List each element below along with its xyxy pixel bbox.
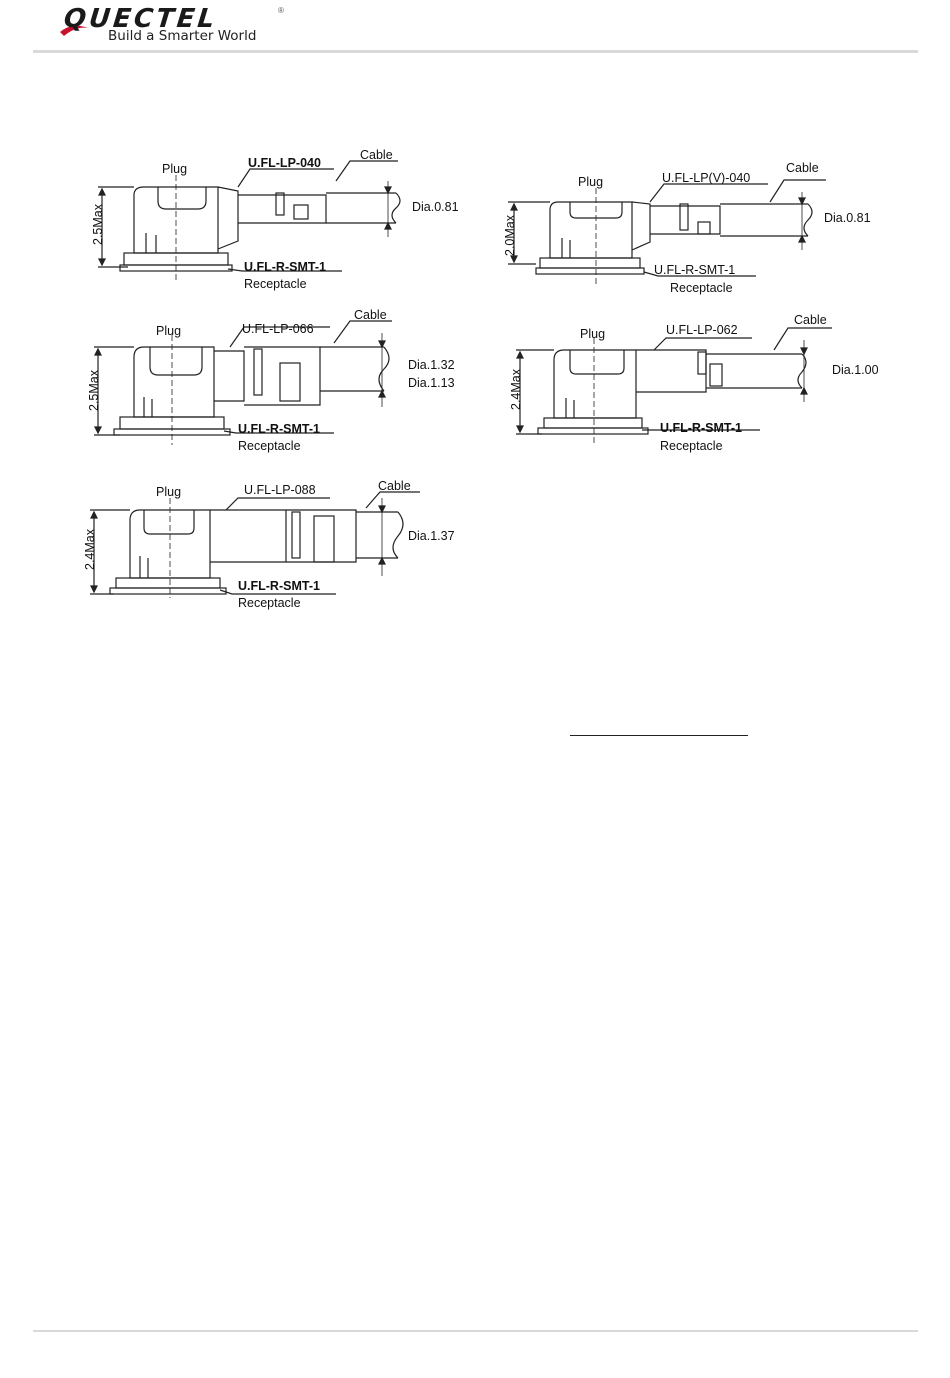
cable-label: Cable [360,148,393,162]
connector-diagram-lpv040: 2.0Max Plug U.FL-LP(V)-040 Cable Dia.0.8… [500,158,890,298]
diameter-label: Dia.1.37 [408,529,455,543]
diameter-label-2: Dia.1.13 [408,376,455,390]
receptacle-part-number: U.FL-R-SMT-1 [660,421,742,435]
receptacle-label: Receptacle [670,281,733,295]
plug-part-number: U.FL-LP-062 [666,323,738,337]
cable-label: Cable [378,479,411,493]
underline-rule [570,735,748,736]
plug-label: Plug [578,175,603,189]
diameter-label: Dia.1.00 [832,363,879,377]
footer-divider [33,1330,918,1332]
receptacle-label: Receptacle [244,277,307,291]
diameter-label: Dia.0.81 [412,200,459,214]
plug-part-number: U.FL-LP-066 [242,322,314,336]
connector-diagram-lp088: 2.4Max Plug U.FL-LP-088 Cable Dia.1.37 U… [80,478,470,618]
height-dimension-label: 2.5Max [91,203,105,245]
brand-tagline: Build a Smarter World [108,28,257,44]
height-dimension-label: 2.4Max [83,528,97,570]
plug-label: Plug [580,327,605,341]
receptacle-part-number: U.FL-R-SMT-1 [654,263,735,277]
page-header: QUECTEL ® Build a Smarter World [0,0,950,56]
plug-part-number: U.FL-LP-088 [244,483,316,497]
plug-label: Plug [156,485,181,499]
plug-part-number: U.FL-LP(V)-040 [662,171,750,185]
header-divider [33,50,918,53]
plug-label: Plug [156,324,181,338]
registered-mark: ® [278,6,284,15]
diameter-label: Dia.0.81 [824,211,871,225]
quectel-logo: QUECTEL ® Build a Smarter World [58,2,298,48]
receptacle-label: Receptacle [238,596,301,610]
cable-label: Cable [786,161,819,175]
height-dimension-label: 2.0Max [503,214,517,256]
height-dimension-label: 2.4Max [509,368,523,410]
connector-diagram-lp066: 2.5Max Plug U.FL-LP-066 Cable Dia.1.32 D… [84,305,474,455]
receptacle-label: Receptacle [660,439,723,453]
logo-swoosh-icon [60,25,88,36]
plug-part-number: U.FL-LP-040 [248,156,321,170]
receptacle-part-number: U.FL-R-SMT-1 [238,422,320,436]
connector-diagram-lp062: 2.4Max Plug U.FL-LP-062 Cable Dia.1.00 U… [508,312,898,457]
height-dimension-label: 2.5Max [87,369,101,411]
cable-label: Cable [354,308,387,322]
plug-label: Plug [162,162,187,176]
receptacle-label: Receptacle [238,439,301,453]
receptacle-part-number: U.FL-R-SMT-1 [244,260,326,274]
connector-diagram-lp040: 2.5Max Plug U.FL-LP-040 Cable Dia.0.81 U… [88,145,478,295]
diameter-label-1: Dia.1.32 [408,358,455,372]
cable-label: Cable [794,313,827,327]
receptacle-part-number: U.FL-R-SMT-1 [238,579,320,593]
